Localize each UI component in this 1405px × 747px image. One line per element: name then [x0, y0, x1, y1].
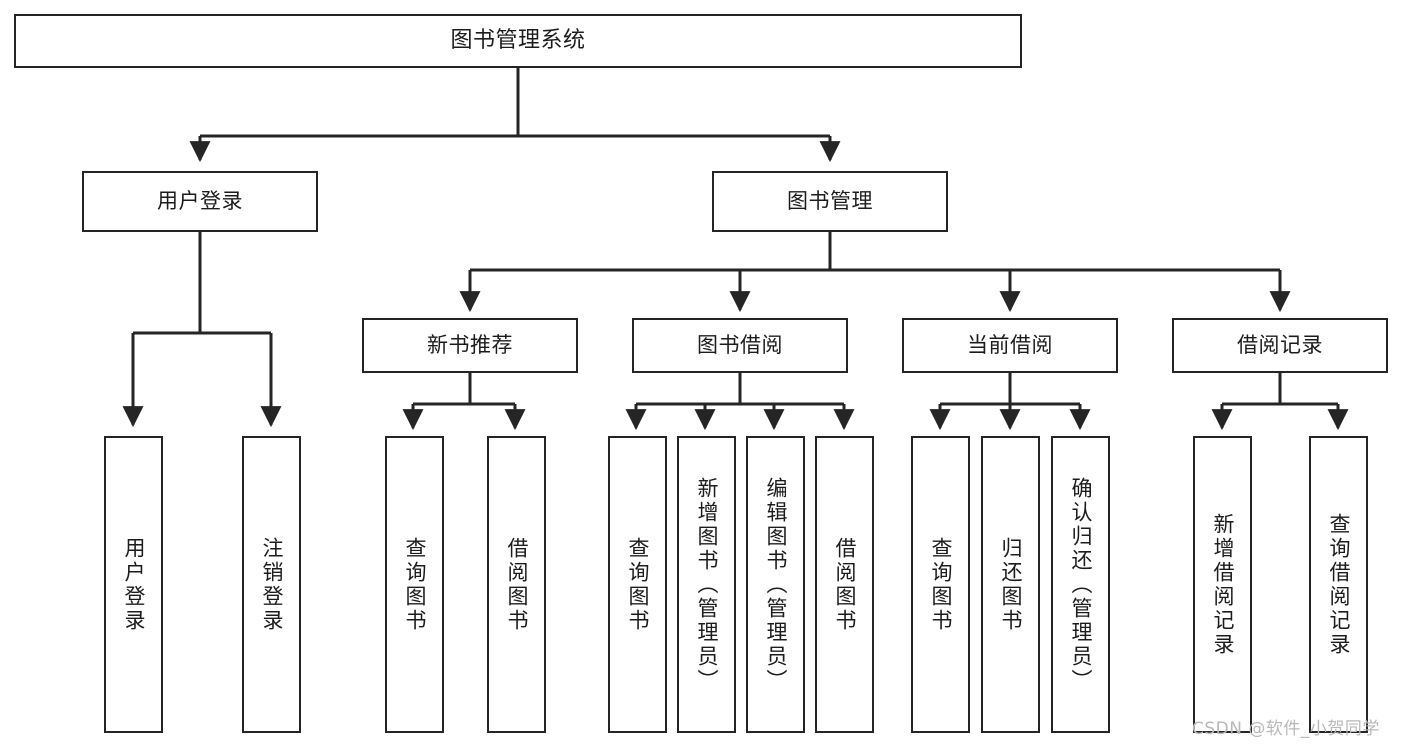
node-leaf-query-book-3[interactable]: 查询图书	[911, 436, 970, 733]
node-user-login[interactable]: 用户登录	[82, 171, 318, 232]
node-leaf-add-record[interactable]: 新增借阅记录	[1193, 436, 1252, 733]
node-leaf-query-book-2[interactable]: 查询图书	[608, 436, 667, 733]
leaf-label: 新增借阅记录	[1210, 512, 1235, 657]
leaf-label: 借阅图书	[504, 536, 529, 633]
leaf-label: 借阅图书	[832, 536, 857, 633]
node-leaf-query-book-1[interactable]: 查询图书	[385, 436, 444, 733]
leaf-label: 查询图书	[625, 536, 650, 633]
leaf-label: 查询借阅记录	[1326, 512, 1351, 657]
node-current-borrow[interactable]: 当前借阅	[902, 318, 1118, 373]
node-book-manage[interactable]: 图书管理	[712, 171, 948, 232]
node-leaf-return-book[interactable]: 归还图书	[981, 436, 1040, 733]
node-leaf-logout-login[interactable]: 注销登录	[242, 436, 301, 733]
node-leaf-confirm-return[interactable]: 确认归还（管理员）	[1051, 436, 1110, 733]
node-leaf-edit-book[interactable]: 编辑图书（管理员）	[746, 436, 805, 733]
node-leaf-user-login[interactable]: 用户登录	[104, 436, 163, 733]
leaf-label: 编辑图书（管理员）	[763, 476, 788, 693]
node-leaf-borrow-book-2[interactable]: 借阅图书	[815, 436, 874, 733]
leaf-label: 归还图书	[998, 536, 1023, 633]
leaf-label: 注销登录	[259, 536, 284, 633]
node-borrow-record[interactable]: 借阅记录	[1172, 318, 1388, 373]
leaf-label: 用户登录	[121, 536, 146, 633]
leaf-label: 查询图书	[402, 536, 427, 633]
leaf-label: 查询图书	[928, 536, 953, 633]
node-leaf-query-record[interactable]: 查询借阅记录	[1309, 436, 1368, 733]
node-leaf-add-book[interactable]: 新增图书（管理员）	[677, 436, 736, 733]
leaf-label: 确认归还（管理员）	[1068, 476, 1093, 693]
node-root[interactable]: 图书管理系统	[14, 14, 1022, 68]
node-leaf-borrow-book-1[interactable]: 借阅图书	[487, 436, 546, 733]
leaf-label: 新增图书（管理员）	[694, 476, 719, 693]
node-book-borrow[interactable]: 图书借阅	[632, 318, 848, 373]
node-new-book-recommend[interactable]: 新书推荐	[362, 318, 578, 373]
